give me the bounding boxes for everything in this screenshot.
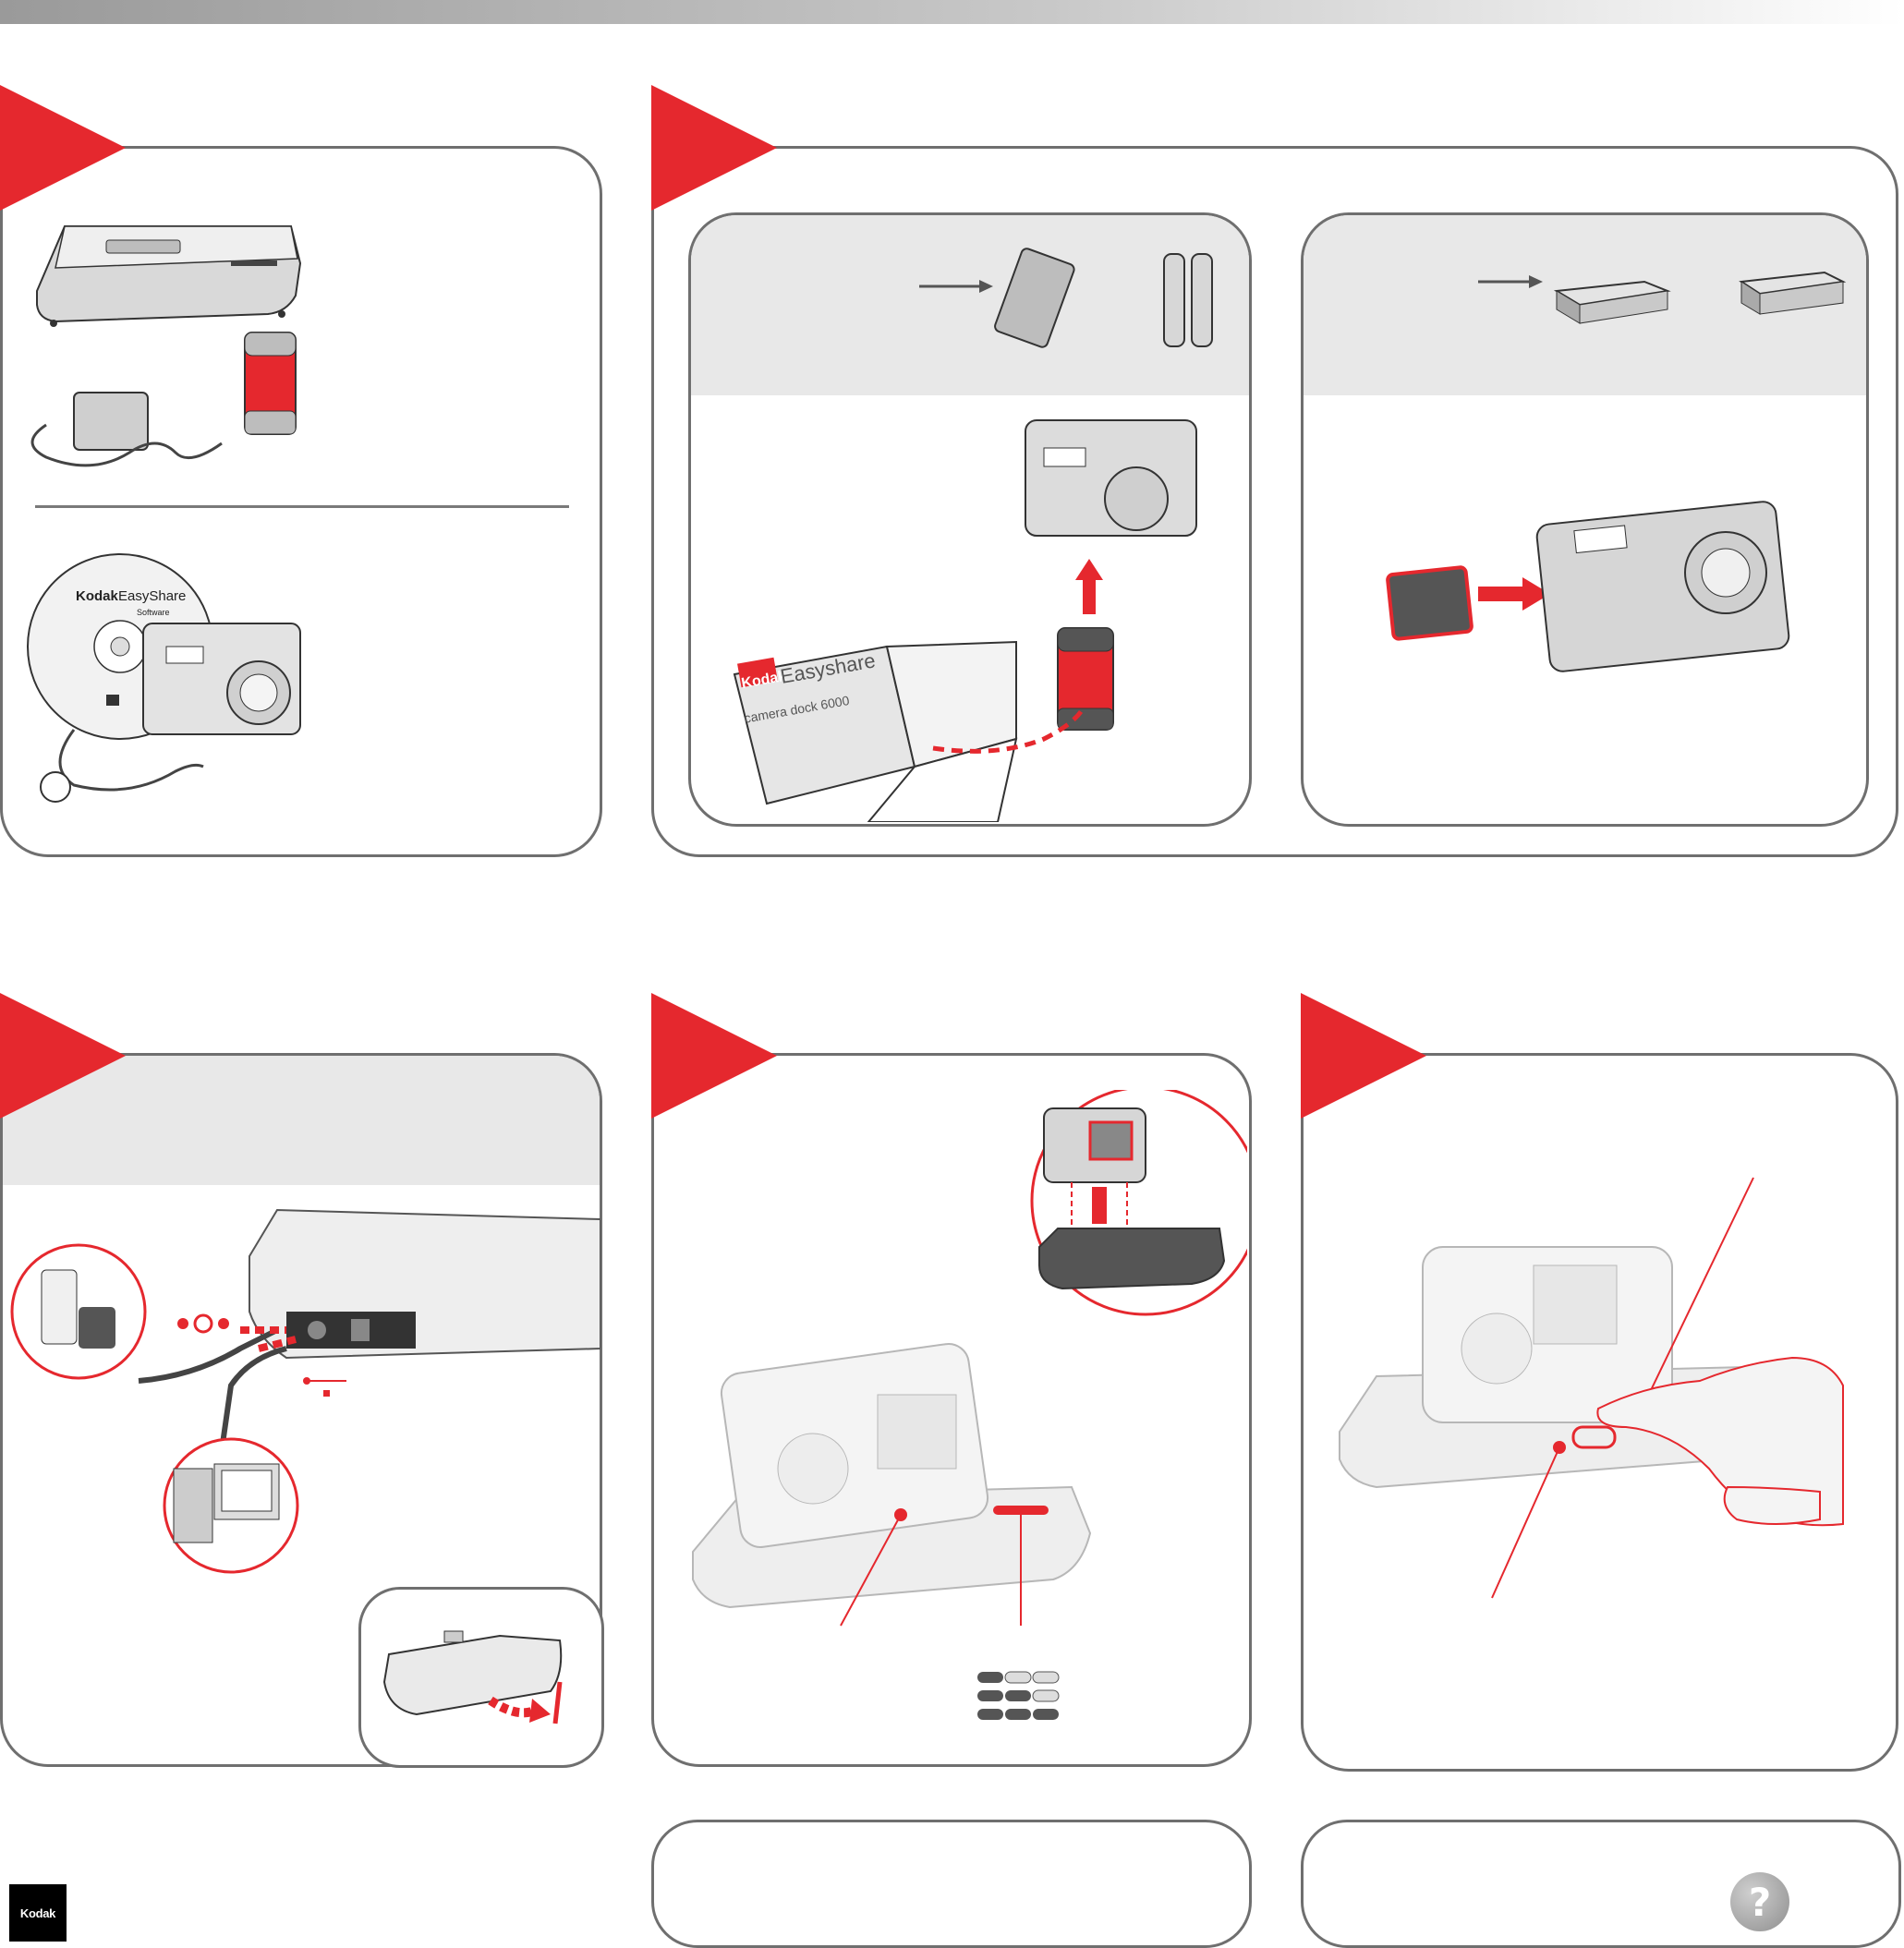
camera-on-dock-inset-circle bbox=[1030, 1090, 1247, 1316]
wall-outlet-circle bbox=[10, 1243, 147, 1380]
up-arrow-icon bbox=[1075, 559, 1103, 614]
arrow-right-icon bbox=[919, 280, 993, 293]
aa-batteries-illustration bbox=[1163, 253, 1213, 347]
camera-illustration bbox=[1025, 419, 1197, 537]
camera-illustration bbox=[142, 623, 301, 735]
battery-charge-illustration: Kodak Easyshare camera dock 6000 bbox=[733, 248, 1213, 822]
step-triangle-2 bbox=[651, 85, 777, 211]
panel-info-right bbox=[1301, 1820, 1901, 1948]
kodak-logo-icon: Kodak bbox=[9, 1884, 67, 1942]
hand-illustration bbox=[1596, 1356, 1844, 1527]
cd-product-text: EasyShare bbox=[118, 588, 186, 604]
help-icon[interactable]: ? bbox=[1730, 1872, 1789, 1931]
arrow-right-icon bbox=[1478, 275, 1543, 288]
led-status-indicators bbox=[977, 1671, 1060, 1720]
li-ion-battery-alt-illustration bbox=[1739, 271, 1847, 315]
crv3-battery-illustration bbox=[994, 248, 1075, 348]
usb-cable-illustration bbox=[40, 729, 204, 803]
dock-back-illustration bbox=[249, 1208, 600, 1360]
dc-polarity-icon bbox=[177, 1313, 229, 1334]
battery-pack-red-illustration bbox=[1057, 627, 1114, 731]
faded-camera-dock-illustration bbox=[692, 1342, 1092, 1609]
product-box-illustration bbox=[733, 640, 1018, 822]
kodak-logo-text: Kodak bbox=[19, 1906, 56, 1920]
step-triangle-1 bbox=[0, 85, 126, 211]
usb-symbol-icon bbox=[303, 1377, 346, 1397]
connect-illustration bbox=[10, 1208, 600, 1574]
help-symbol: ? bbox=[1748, 1879, 1772, 1925]
header-gradient-bar bbox=[0, 0, 1904, 24]
step-triangle-3 bbox=[0, 993, 126, 1119]
camera-illustration bbox=[1535, 501, 1790, 672]
dock-illustration bbox=[36, 225, 302, 327]
transfer-button-illustration bbox=[1339, 1177, 1844, 1599]
step-triangle-4 bbox=[651, 993, 777, 1119]
cd-sub-text: Software bbox=[137, 608, 170, 617]
li-ion-battery-illustration bbox=[1553, 280, 1671, 324]
dock-camera-illustration bbox=[692, 1090, 1247, 1720]
memory-card-illustration bbox=[1386, 565, 1473, 641]
dock-tilt-illustration bbox=[382, 1630, 563, 1724]
battery-pack-red-illustration bbox=[244, 332, 297, 435]
computer-circle bbox=[163, 1437, 299, 1574]
cables-illustration bbox=[138, 1326, 297, 1451]
panel-info-left bbox=[651, 1820, 1252, 1948]
insert-arrow-icon bbox=[1478, 577, 1550, 611]
card-insert-illustration bbox=[1386, 271, 1847, 672]
cd-brand-text: Kodak bbox=[76, 588, 119, 604]
ac-adapter-illustration bbox=[30, 392, 223, 467]
step-triangle-5 bbox=[1301, 993, 1426, 1119]
panel-connect-dock bbox=[0, 1053, 602, 1767]
contents-illustration: Kodak EasyShare Software bbox=[27, 225, 569, 803]
subpanel-band bbox=[691, 215, 1249, 395]
inset-dock-tilt bbox=[358, 1587, 604, 1768]
